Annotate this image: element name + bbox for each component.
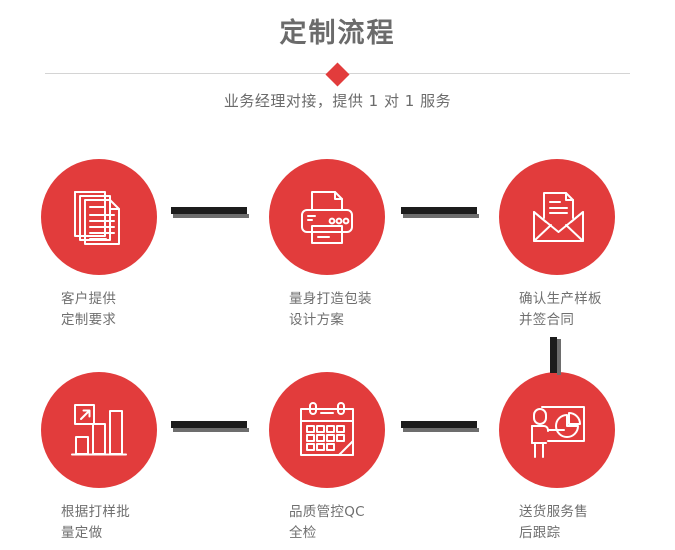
- calendar-icon: [294, 397, 360, 463]
- flow-step-3: 确认生产样板 并签合同: [499, 159, 669, 331]
- flow-step-3-circle: [499, 159, 615, 275]
- flow-step-1-circle: [41, 159, 157, 275]
- flow-step-6-circle: [499, 372, 615, 488]
- flow-step-2: 量身打造包装 设计方案: [269, 159, 439, 331]
- flow-step-4: 根据打样批 量定做: [41, 372, 211, 544]
- printer-icon: [294, 184, 360, 250]
- flow-step-5-caption: 品质管控QC 全检: [289, 504, 365, 541]
- flow-step-3-caption: 确认生产样板 并签合同: [519, 291, 602, 328]
- flow-step-2-caption: 量身打造包装 设计方案: [289, 291, 372, 328]
- documents-stack-icon: [66, 184, 132, 250]
- connector-5-to-6: [401, 421, 479, 432]
- title-divider: [45, 61, 630, 87]
- connector-1-to-2: [171, 207, 249, 218]
- connector-3-to-6: [550, 337, 561, 375]
- flow-step-6: 送货服务售 后跟踪: [499, 372, 669, 544]
- flow-step-6-caption: 送货服务售 后跟踪: [519, 504, 588, 541]
- flow-step-5: 品质管控QC 全检: [269, 372, 439, 544]
- page-subtitle: 业务经理对接，提供 1 对 1 服务: [223, 92, 452, 110]
- flow-step-4-circle: [41, 372, 157, 488]
- flow-step-1-caption: 客户提供 定制要求: [61, 291, 117, 328]
- page-title: 定制流程: [279, 18, 396, 49]
- flow-step-5-circle: [269, 372, 385, 488]
- flow-step-1: 客户提供 定制要求: [41, 159, 211, 331]
- bar-chart-growth-icon: [66, 397, 132, 463]
- page-header: 定制流程 业务经理对接，提供 1 对 1 服务: [0, 0, 675, 130]
- connector-2-to-3: [401, 207, 479, 218]
- connector-4-to-5: [171, 421, 249, 432]
- presenter-pie-chart-icon: [524, 397, 590, 463]
- flow-step-4-caption: 根据打样批 量定做: [61, 504, 130, 541]
- envelope-document-icon: [524, 184, 590, 250]
- flow-step-2-circle: [269, 159, 385, 275]
